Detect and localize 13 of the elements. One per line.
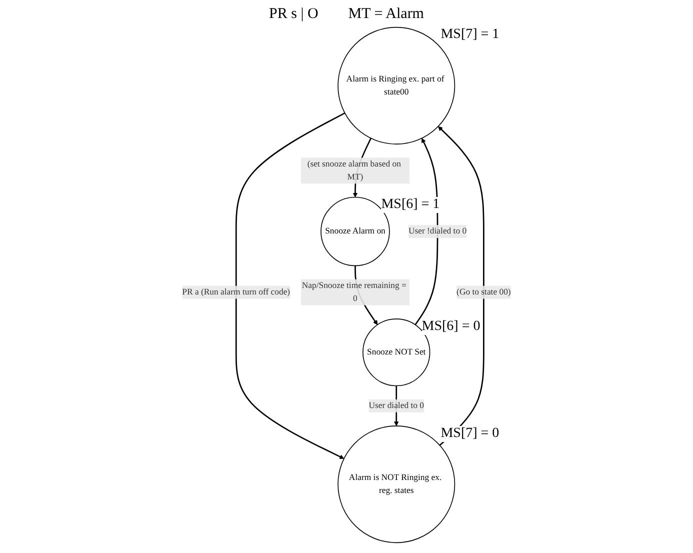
edge-label: Nap/Snooze time remaining = 0 bbox=[302, 280, 406, 304]
arrow bbox=[438, 126, 484, 446]
edge-label: User dialed to 0 bbox=[368, 400, 424, 410]
edge-label: User !dialed to 0 bbox=[408, 226, 467, 236]
edge-label: (Go to state 00) bbox=[456, 287, 511, 297]
edge-label: (set snooze alarm based on MT) bbox=[307, 159, 401, 182]
arrow bbox=[235, 112, 346, 459]
state-annotation: MS[7] = 0 bbox=[440, 426, 500, 442]
note-label: MT = Alarm bbox=[348, 6, 424, 23]
state-annotation: MS[6] = 1 bbox=[381, 197, 440, 214]
state-annotation: MS[6] = 0 bbox=[422, 318, 480, 335]
note-label: PR s | O bbox=[269, 6, 318, 23]
edge-label: PR a (Run alarm turn off code) bbox=[182, 287, 290, 297]
